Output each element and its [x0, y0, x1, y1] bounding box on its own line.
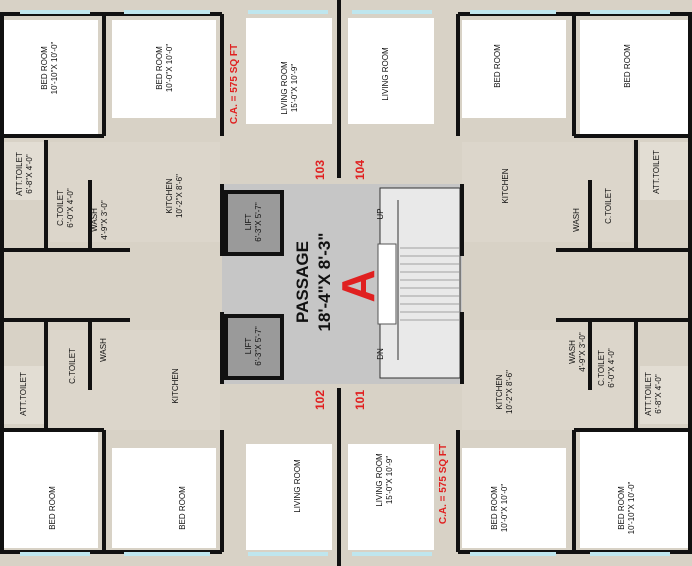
passage-dim: 18'-4"X 8'-3"	[315, 233, 334, 332]
kitchen-dim: 10'-2"X 8'-6"	[175, 174, 184, 218]
living-room-103	[246, 18, 332, 124]
unit-number-103: 103	[313, 160, 327, 180]
kitchen-102	[50, 330, 220, 430]
c-toilet-dim: 6'-0"X 4'-0"	[66, 188, 75, 228]
wash-label: WASH	[90, 208, 99, 232]
lift-top	[224, 190, 284, 256]
c-toilet-label: C.TOILET	[68, 348, 77, 384]
stair-well	[377, 243, 397, 325]
att-toilet-104	[640, 142, 688, 200]
att-toilet-103	[2, 142, 44, 200]
c-toilet-label: C.TOILET	[604, 188, 613, 224]
bed-room-label: BED ROOM	[48, 486, 57, 530]
bed-room-label: BED ROOM	[155, 46, 164, 90]
lift-dim: 6'-3"X 5'-7"	[254, 202, 263, 242]
living-room-dim: 15'-0"X 10'-9"	[385, 456, 394, 504]
unit-number-104: 104	[353, 160, 367, 180]
wash-dim: 4'-9"X 3'-0"	[100, 200, 109, 240]
living-room-label: LIVING ROOM	[280, 61, 289, 115]
living-room-101	[348, 444, 434, 550]
carpet-area-left: C.A. = 575 SQ FT	[229, 44, 240, 124]
bed-room-dim: 10'-10"X 10'-0"	[627, 481, 636, 534]
kitchen-label: KITCHEN	[495, 374, 504, 409]
wash-dim: 4'-9"X 3'-0"	[578, 332, 587, 372]
bed-room-101b	[580, 430, 688, 548]
wash-label: WASH	[568, 340, 577, 364]
att-toilet-102	[2, 366, 44, 424]
bed-room-dim: 10'-10"X 10'-0"	[50, 41, 59, 94]
c-toilet-label: C.TOILET	[597, 350, 606, 386]
bed-room-label: BED ROOM	[178, 486, 187, 530]
att-toilet-dim: 6'-8"X 4'-0"	[654, 374, 663, 414]
kitchen-label: KITCHEN	[501, 168, 510, 203]
kitchen-dim: 10'-2"X 8'-6"	[505, 370, 514, 414]
unit-number-102: 102	[313, 390, 327, 410]
kitchen-103	[50, 142, 220, 242]
carpet-area-right: C.A. = 575 SQ FT	[438, 444, 449, 524]
kitchen-label: KITCHEN	[165, 178, 174, 213]
c-toilet-dim: 6'-0"X 4'-0"	[607, 348, 616, 388]
c-toilet-label: C.TOILET	[56, 190, 65, 226]
bed-room-102b	[112, 448, 216, 548]
kitchen-101	[462, 330, 632, 430]
bed-room-label: BED ROOM	[623, 44, 632, 88]
att-toilet-dim: 6'-8"X 4'-0"	[25, 154, 34, 194]
bed-room-label: BED ROOM	[617, 486, 626, 530]
bed-room-label: BED ROOM	[490, 486, 499, 530]
bed-room-101a	[462, 448, 566, 548]
kitchen-label: KITCHEN	[171, 368, 180, 403]
att-toilet-101	[640, 366, 688, 424]
bed-room-103b	[112, 20, 216, 118]
lift-dim: 6'-3"X 5'-7"	[254, 326, 263, 366]
windows	[20, 10, 670, 556]
bed-room-103a	[2, 20, 98, 136]
wash-label: WASH	[99, 338, 108, 362]
bed-room-label: BED ROOM	[40, 46, 49, 90]
wing-letter: A	[332, 269, 384, 302]
living-room-label: LIVING ROOM	[293, 459, 302, 513]
stair-down-label: DN	[376, 348, 385, 360]
living-room-dim: 15'-0"X 10'-9"	[290, 64, 299, 112]
lift-label: LIFT	[244, 338, 253, 355]
bed-room-label: BED ROOM	[493, 44, 502, 88]
bed-room-dim: 10'-0"X 10'-0"	[165, 44, 174, 92]
wash-label: WASH	[572, 208, 581, 232]
bed-room-104a	[462, 20, 566, 118]
living-room-102	[246, 444, 332, 550]
kitchen-104	[462, 142, 632, 242]
bed-room-dim: 10'-0"X 10'-0"	[500, 484, 509, 532]
bed-room-104b	[580, 20, 688, 136]
att-toilet-label: ATT.TOILET	[644, 372, 653, 416]
att-toilet-label: ATT.TOILET	[652, 150, 661, 194]
living-room-label: LIVING ROOM	[375, 453, 384, 507]
lift-label: LIFT	[244, 214, 253, 231]
stair-treads	[400, 247, 460, 321]
living-room-104	[348, 18, 434, 124]
att-toilet-label: ATT.TOILET	[15, 152, 24, 196]
att-toilet-label: ATT.TOILET	[19, 372, 28, 416]
unit-number-101: 101	[353, 390, 367, 410]
stair-up-label: UP	[376, 208, 385, 219]
lift-bottom	[224, 314, 284, 380]
passage-label: PASSAGE	[293, 241, 312, 323]
bed-room-102a	[2, 430, 98, 548]
living-room-label: LIVING ROOM	[381, 47, 390, 101]
